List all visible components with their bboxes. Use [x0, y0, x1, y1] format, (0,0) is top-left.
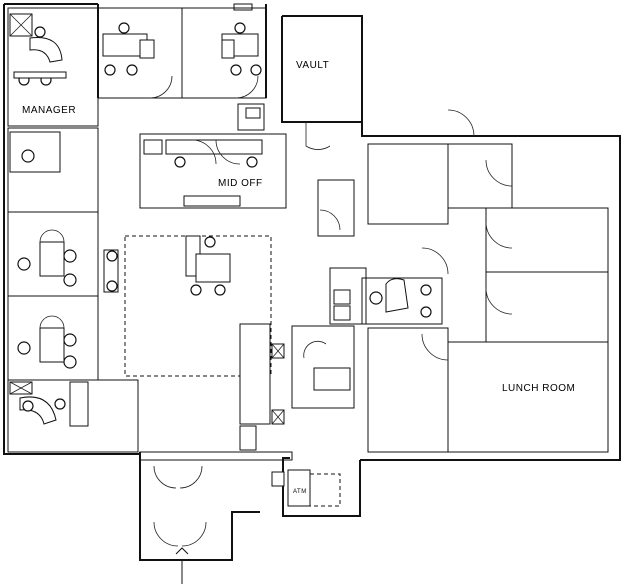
room-label-lunch-room: LUNCH ROOM	[502, 383, 575, 394]
teller-area	[124, 235, 285, 451]
top-offices	[97, 3, 267, 99]
vault: VAULT	[296, 60, 355, 237]
entrance: ATM	[139, 451, 341, 584]
room-label-mid-off: MID OFF	[218, 178, 263, 189]
atm-label: ATM	[293, 489, 307, 495]
bottom-left-office	[7, 379, 139, 453]
exterior-walls	[3, 3, 621, 561]
mid-office: MID OFF	[139, 103, 287, 209]
left-offices	[7, 127, 119, 381]
right-wing: LUNCH ROOM	[367, 109, 609, 453]
manager-office: MANAGER	[7, 7, 99, 127]
right-mid-offices	[291, 267, 443, 409]
room-label-manager: MANAGER	[22, 105, 76, 116]
room-label-vault: VAULT	[296, 60, 329, 71]
